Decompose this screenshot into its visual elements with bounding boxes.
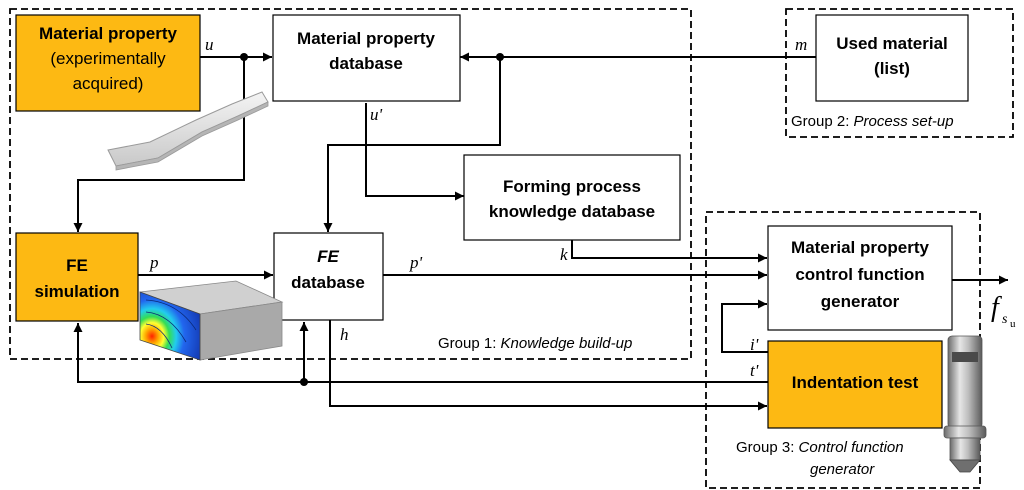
indentation-test-label: Indentation test bbox=[792, 373, 919, 392]
signal-p-prime-label: p' bbox=[409, 253, 423, 272]
fe-mesh-model-icon bbox=[139, 280, 284, 361]
control-function-generator-line3: generator bbox=[821, 292, 900, 311]
fe-database-line1: FE bbox=[317, 247, 339, 266]
control-function-generator-box bbox=[767, 225, 953, 331]
signal-t-prime-label: t' bbox=[750, 361, 759, 380]
forming-process-database-box bbox=[463, 154, 681, 241]
arrow-m-to-fe-database bbox=[323, 57, 501, 232]
group1-boundary bbox=[9, 8, 692, 360]
junction-dot bbox=[496, 53, 504, 61]
indentation-test-box bbox=[767, 340, 943, 429]
indenter-tip-icon bbox=[943, 335, 987, 473]
arrow-t-prime bbox=[73, 323, 768, 383]
output-u-subscript: u bbox=[1010, 318, 1016, 330]
arrow-u-prime bbox=[365, 103, 464, 201]
material-property-exp-line3: acquired) bbox=[73, 74, 144, 93]
signal-k-label: k bbox=[560, 245, 568, 264]
used-material-line1: Used material bbox=[836, 34, 948, 53]
forming-process-database-line2: knowledge database bbox=[489, 202, 655, 221]
group2-boundary bbox=[785, 8, 1014, 138]
junction-dot bbox=[240, 53, 248, 61]
material-property-database-line2: database bbox=[329, 54, 403, 73]
output-s-subscript: s bbox=[1002, 312, 1008, 327]
junction-dot bbox=[300, 378, 308, 386]
forming-process-database-line1: Forming process bbox=[503, 177, 641, 196]
signal-u-label: u bbox=[205, 35, 214, 54]
fe-simulation-line1: FE bbox=[66, 256, 88, 275]
arrow-u-to-fe-simulation bbox=[73, 57, 245, 232]
fe-database-line2: database bbox=[291, 273, 365, 292]
used-material-line2: (list) bbox=[874, 59, 910, 78]
fe-simulation-box bbox=[15, 232, 139, 322]
fe-simulation-line2: simulation bbox=[34, 282, 119, 301]
arrow-h bbox=[329, 320, 767, 411]
tensile-specimen-icon bbox=[107, 91, 269, 171]
arrow-k bbox=[571, 240, 767, 263]
signal-i-prime-label: i' bbox=[750, 335, 759, 354]
group2-label: Group 2: Process set-up bbox=[791, 113, 954, 130]
signal-m-label: m bbox=[795, 35, 807, 54]
material-property-exp-line2: (experimentally bbox=[50, 49, 166, 68]
connections bbox=[73, 52, 1008, 411]
material-property-exp-box bbox=[15, 14, 201, 112]
material-property-exp-line1: Material property bbox=[39, 24, 177, 43]
control-function-generator-line2: control function bbox=[795, 265, 924, 284]
signal-h-label: h bbox=[340, 325, 349, 344]
group1-label: Group 1: Knowledge build-up bbox=[438, 335, 632, 352]
used-material-box bbox=[815, 14, 969, 102]
material-property-database-box bbox=[272, 14, 461, 102]
signal-p-label: p bbox=[149, 253, 159, 272]
signal-u-prime-label: u' bbox=[370, 105, 383, 124]
control-function-generator-line1: Material property bbox=[791, 238, 929, 257]
arrow-i-prime bbox=[721, 299, 768, 353]
group3-label-line1: Group 3: Control function bbox=[736, 439, 904, 456]
material-property-database-line1: Material property bbox=[297, 29, 435, 48]
group3-label-line2: generator bbox=[810, 461, 875, 478]
fe-database-box bbox=[273, 232, 384, 321]
output-f-label: f bbox=[991, 292, 1002, 323]
